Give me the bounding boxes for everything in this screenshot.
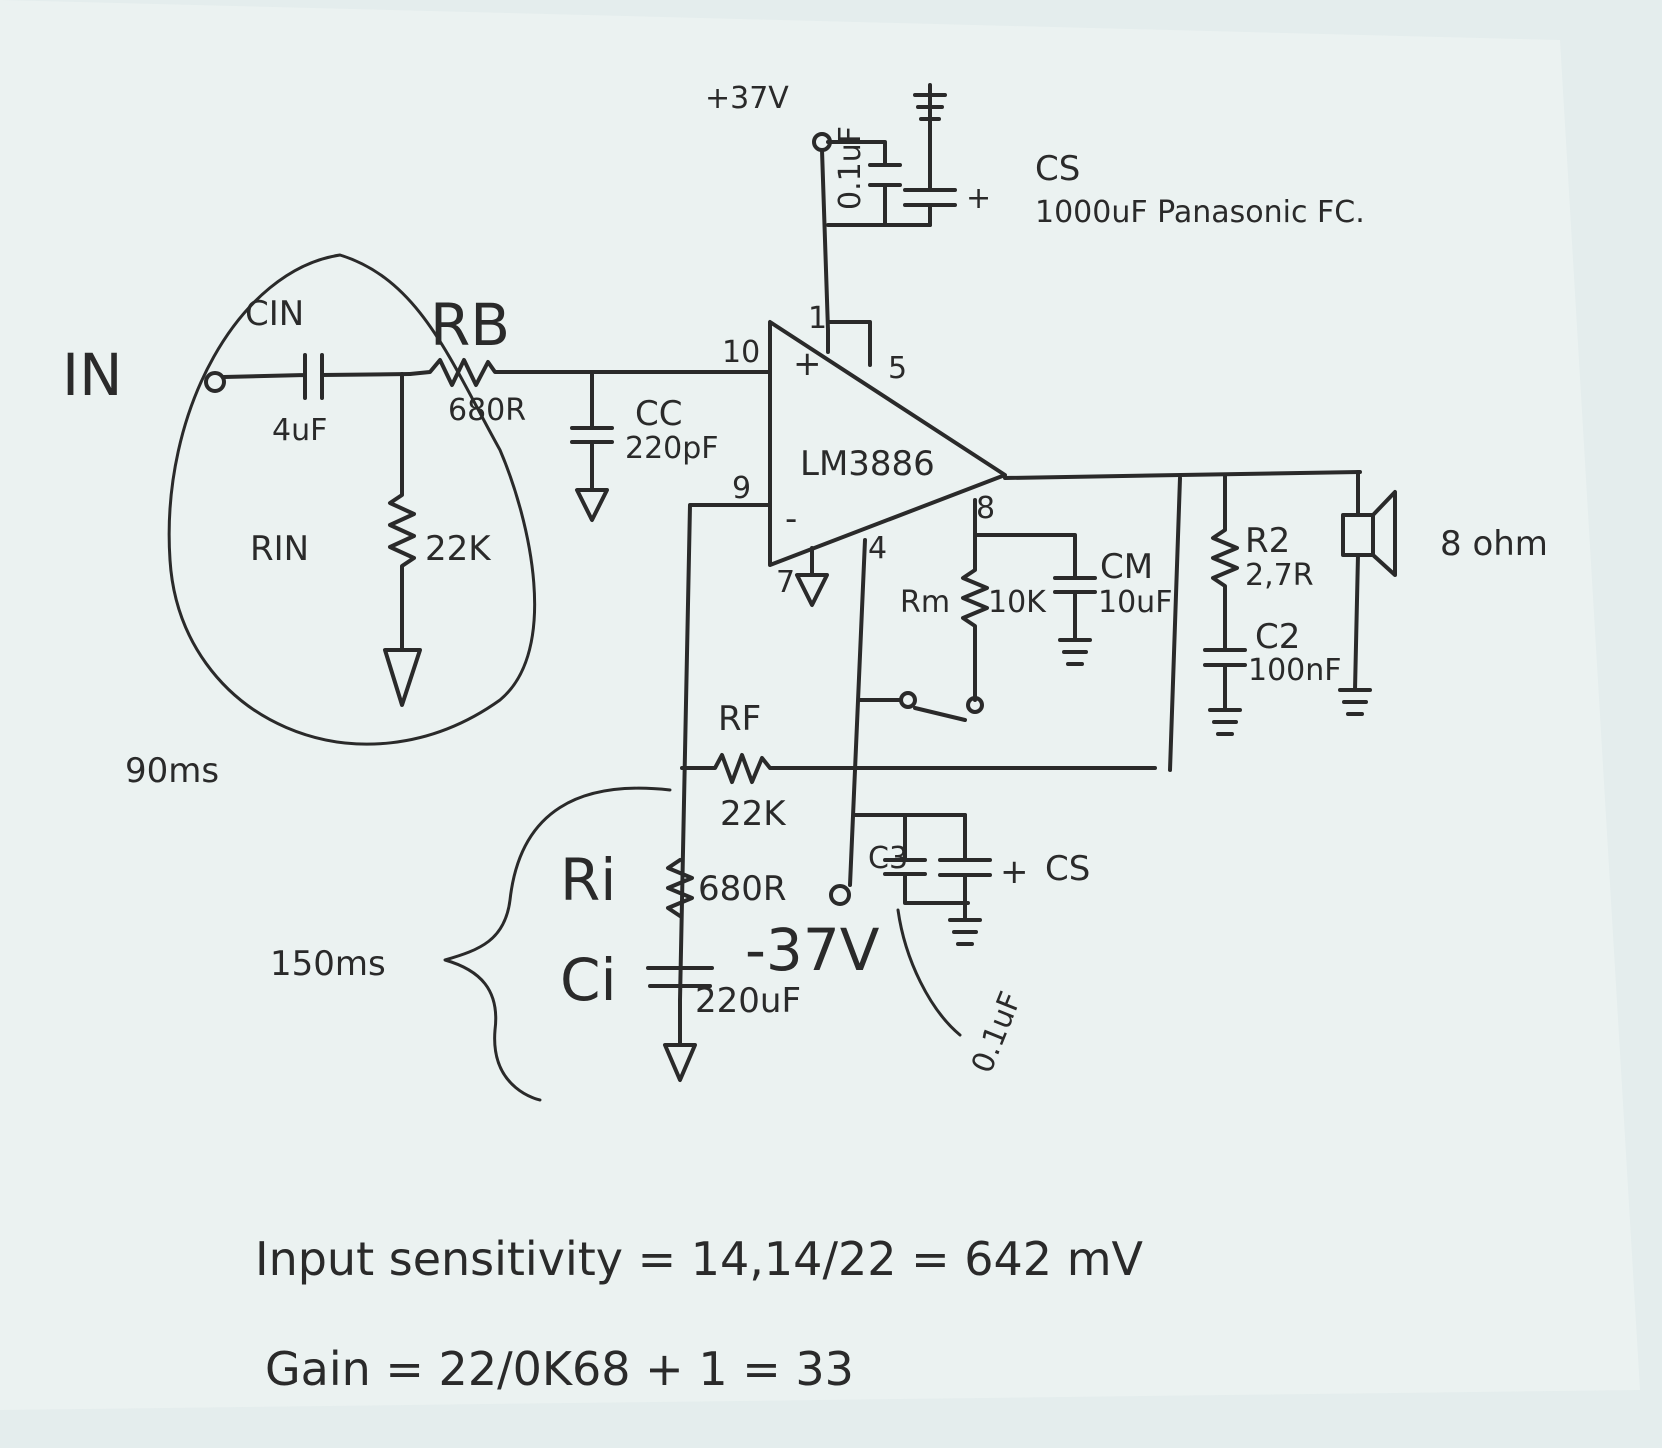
negative-small-cap-label: C3: [868, 841, 908, 876]
positive-bulk-label: CS: [1035, 149, 1080, 189]
lm3886-triangle: [768, 320, 1007, 567]
rin-label: RIN: [250, 529, 309, 569]
cin-value: 4uF: [272, 413, 327, 448]
input-terminal: [204, 371, 226, 393]
r2-label: R2: [1245, 521, 1290, 561]
input-sensitivity-note: Input sensitivity = 14,14/22 = 642 mV: [255, 1232, 1144, 1286]
lm3886-name: LM3886: [800, 444, 935, 484]
cc-ground-icon: [575, 488, 609, 522]
cm-capacitor: [973, 498, 1097, 642]
positive-supply-ground-icon: [913, 83, 947, 132]
paper-sheet: [0, 0, 1640, 1410]
pin-8-label: 8: [976, 491, 995, 526]
negative-supply-label: -37V: [745, 916, 880, 984]
lm3886-plus-input: +: [793, 344, 822, 384]
cc-label: CC: [635, 394, 682, 434]
pin-7-label: 7: [776, 565, 795, 600]
speaker-icon: [1341, 513, 1375, 557]
rin-resistor: [388, 372, 416, 652]
lm3886-minus-input: -: [785, 499, 797, 539]
mute-network: Rm 10K CM 10uF: [858, 498, 1172, 722]
positive-bulk-value: 1000uF Panasonic FC.: [1035, 195, 1365, 230]
feedback-brace: [443, 786, 672, 1102]
positive-supply: +37V 0.1uF + CS 1000uF Panasonic FC.: [705, 81, 1365, 332]
c2-capacitor: [1203, 648, 1247, 712]
feedback-network: RF 22K Ri 680R Ci 220uF 150ms: [270, 503, 1157, 1102]
ri-resistor: [666, 858, 694, 918]
c2-value: 100nF: [1248, 653, 1342, 688]
gain-note: Gain = 22/0K68 + 1 = 33: [265, 1342, 854, 1396]
lm3886-chip: LM3886 + - 1 5 10 9 7 4 8: [722, 301, 1007, 607]
r2-value: 2,7R: [1245, 558, 1314, 593]
cc-capacitor: [570, 370, 614, 492]
pin-1-label: 1: [808, 301, 827, 336]
input-time-constant: 90ms: [125, 751, 219, 791]
negative-bulk-plus: +: [1000, 852, 1029, 892]
rm-value: 10K: [988, 585, 1047, 620]
input-network: IN CIN 4uF RIN 22K RB 680R CC 220pF 90ms: [62, 253, 772, 791]
ci-label: Ci: [560, 946, 617, 1014]
ri-label: Ri: [560, 846, 616, 914]
cin-capacitor: [222, 353, 412, 400]
positive-supply-label: +37V: [705, 81, 789, 116]
pin-1-5-link: [826, 320, 872, 367]
ci-ground-icon: [663, 998, 697, 1082]
rb-resistor: [408, 358, 772, 387]
cm-ground-icon: [1058, 638, 1092, 666]
rin-ground-icon: [383, 648, 422, 707]
negative-bypass-pointer: [896, 908, 962, 1037]
cin-label: CIN: [245, 294, 304, 334]
cm-label: CM: [1100, 547, 1153, 587]
speaker-ground-icon: [1338, 688, 1372, 716]
output-network: R2 2,7R C2 100nF 8 ohm: [1003, 470, 1548, 772]
pin-7-ground-icon: [795, 546, 829, 607]
feedback-time-constant: 150ms: [270, 944, 386, 984]
cm-value: 10uF: [1098, 585, 1172, 620]
pin-4-label: 4: [868, 531, 887, 566]
negative-bulk-capacitor: [938, 813, 992, 922]
rm-resistor: [961, 533, 989, 702]
pin-4-wire: [848, 538, 867, 887]
ci-capacitor: [646, 966, 714, 988]
positive-supply-wire: [820, 148, 830, 332]
rf-value: 22K: [720, 794, 787, 834]
positive-bypass-capacitor: [826, 140, 902, 227]
c2-label: C2: [1255, 617, 1300, 657]
cc-value: 220pF: [625, 431, 719, 466]
positive-bulk-plus: +: [966, 181, 991, 216]
speaker-label: 8 ohm: [1440, 524, 1548, 564]
mute-switch-contact-right: [966, 696, 984, 714]
output-wire: [1003, 470, 1362, 480]
input-filter-circle: [167, 253, 537, 746]
c2-ground-icon: [1208, 708, 1242, 736]
rb-value: 680R: [448, 393, 526, 428]
speaker-cone: [1371, 490, 1397, 577]
rin-value: 22K: [425, 529, 492, 569]
r2-resistor: [1211, 473, 1239, 652]
input-label: IN: [62, 341, 123, 409]
calculation-notes: Input sensitivity = 14,14/22 = 642 mV Ga…: [255, 1232, 1144, 1396]
rm-label: Rm: [900, 585, 950, 620]
pin-10-label: 10: [722, 335, 760, 370]
positive-bypass-value: 0.1uF: [833, 126, 868, 210]
negative-supply-terminal: [829, 884, 851, 906]
mute-switch-blade: [913, 706, 967, 722]
negative-supply-ground-icon: [948, 918, 982, 946]
negative-supply: -37V C3 + CS 0.1uF: [745, 538, 1090, 1078]
pin-9-label: 9: [732, 471, 751, 506]
rf-resistor: [680, 753, 1157, 784]
inverting-input-wire: [678, 503, 772, 1002]
rb-label: RB: [430, 291, 510, 359]
negative-bulk-label: CS: [1045, 849, 1090, 889]
ci-value: 220uF: [695, 981, 801, 1021]
negative-bypass-capacitor: [883, 813, 970, 905]
positive-bulk-capacitor: [903, 128, 957, 227]
rf-label: RF: [718, 699, 761, 739]
ri-value: 680R: [698, 869, 787, 909]
pin-5-label: 5: [888, 351, 907, 386]
speaker-wire: [1353, 470, 1360, 692]
output-feedback-tap: [1168, 476, 1182, 772]
